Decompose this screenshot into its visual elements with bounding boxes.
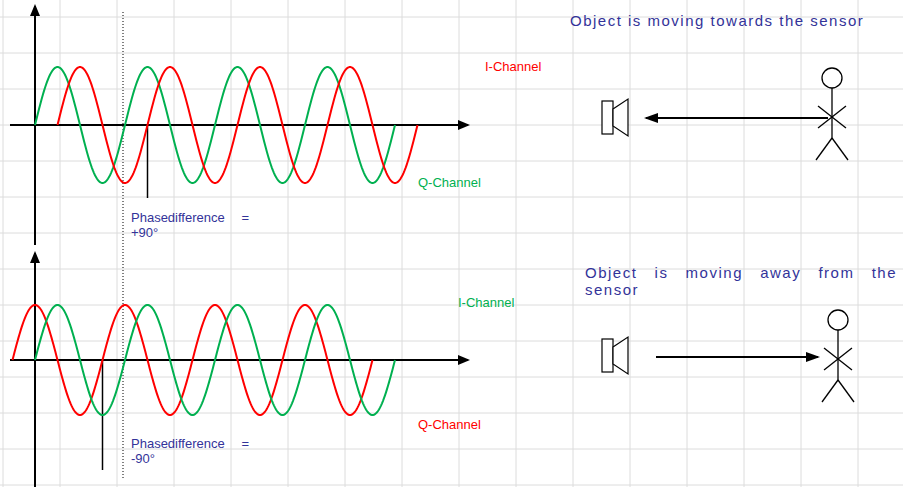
grid-line xyxy=(0,485,903,486)
person-leg xyxy=(822,380,838,402)
grid-line xyxy=(3,0,4,487)
person-bottom xyxy=(822,310,854,402)
bottom-plot-axes xyxy=(10,253,468,487)
motion-arrow xyxy=(646,117,828,119)
grid-line xyxy=(858,0,859,487)
person-arm xyxy=(824,348,852,370)
sensor-horn xyxy=(613,99,628,136)
grid-line xyxy=(60,0,61,487)
person-head xyxy=(828,310,848,330)
x-axis xyxy=(10,124,468,126)
person-arm xyxy=(824,348,852,370)
grid-line xyxy=(402,0,403,487)
y-axis xyxy=(34,253,36,487)
grid-line xyxy=(345,0,346,487)
grid-line xyxy=(630,0,631,487)
sensor-body xyxy=(602,339,613,372)
grid-line xyxy=(0,305,903,306)
channel-label: Q-Channel xyxy=(418,176,481,191)
channel-label: I-Channel xyxy=(485,60,541,75)
signal-wave xyxy=(35,305,395,415)
channel-label: I-Channel xyxy=(458,296,514,311)
waves xyxy=(13,67,418,415)
sensor-bottom xyxy=(602,337,628,374)
person-leg xyxy=(832,138,848,160)
grid-line xyxy=(117,0,118,487)
sensor-top xyxy=(602,99,628,136)
grid-line xyxy=(801,0,802,487)
grid-line xyxy=(0,197,903,198)
person-arm xyxy=(818,106,846,128)
grid-line xyxy=(687,0,688,487)
signal-wave xyxy=(35,67,395,183)
person-leg xyxy=(838,380,854,402)
reference-line xyxy=(123,12,124,478)
sensor-body xyxy=(602,101,613,134)
phase-marker xyxy=(147,125,149,198)
phase-label: Phasedifference = -90° xyxy=(131,437,249,467)
person-top xyxy=(816,68,848,160)
signal-wave xyxy=(13,305,373,415)
grid-line xyxy=(0,125,903,126)
x-axis xyxy=(10,359,468,361)
grid-line xyxy=(459,0,460,487)
grid-line xyxy=(744,0,745,487)
person-leg xyxy=(816,138,832,160)
channel-label: Q-Channel xyxy=(418,418,481,433)
signal-wave xyxy=(58,67,418,183)
motion-note: Object is moving towards the sensor xyxy=(570,12,864,29)
grid-line xyxy=(0,413,903,414)
grid-line xyxy=(573,0,574,487)
grid-line xyxy=(288,0,289,487)
phase-label: Phasedifference = +90° xyxy=(131,211,249,241)
person-head xyxy=(822,68,842,88)
person-body xyxy=(837,330,838,380)
motion-note: Object is moving away from the sensor xyxy=(585,264,897,299)
sensor-horn xyxy=(613,337,628,374)
motion-arrow xyxy=(656,356,818,358)
grid-line xyxy=(0,341,903,342)
person-arm xyxy=(818,106,846,128)
grid-line xyxy=(0,377,903,378)
grid-line xyxy=(0,161,903,162)
top-plot-axes xyxy=(10,6,468,245)
grid-line xyxy=(0,53,903,54)
person-body xyxy=(831,88,832,138)
